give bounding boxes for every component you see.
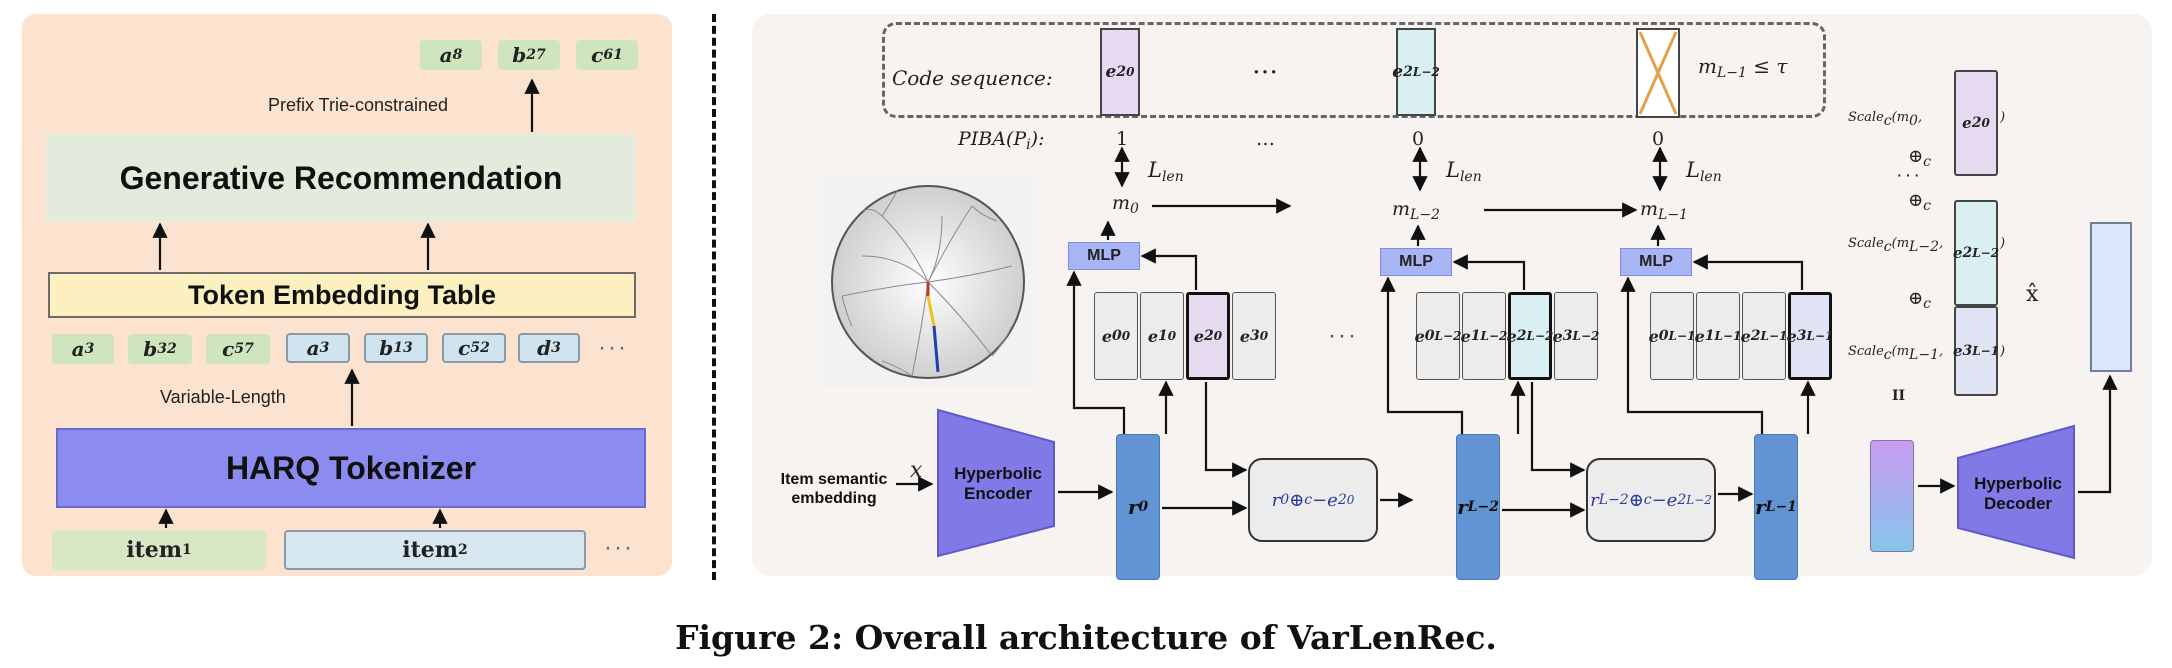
mL1-label: mL−1 (1640, 198, 1688, 223)
masked-code-box (1636, 28, 1680, 118)
oplus-3: ⊕c (1908, 288, 1931, 312)
scale-row-0: Scalec(m0, (1848, 110, 1923, 129)
item-ellipsis: ··· (604, 534, 634, 561)
mlp-block-L1: MLP (1620, 248, 1692, 276)
piba-value-0: 1 (1116, 128, 1129, 150)
prefix-trie-label: Prefix Trie-constrained (268, 95, 449, 115)
hyperbolic-encoder-label: Hyperbolic Encoder (954, 464, 1042, 503)
piba-label: PIBA(Pi): (958, 128, 1045, 153)
mask-condition: mL−1 ≤ τ (1698, 54, 1788, 81)
equals-mark: II (1892, 388, 1906, 404)
scale-close-L2: ) (2000, 236, 2006, 251)
token-ellipsis: ··· (598, 334, 628, 361)
scale-row-L2: Scalec(mL−2, (1848, 236, 1944, 255)
code-sequence-label: Code sequence: (892, 66, 1053, 90)
scale-row-L1: Scalec(mL−1, (1848, 344, 1944, 363)
mask-cross-icon (1638, 31, 1678, 115)
piba-value-L1: 0 (1652, 128, 1665, 150)
mlp-block-0: MLP (1068, 242, 1140, 270)
scale-vdots: ··· (1896, 164, 1922, 186)
code-ellipsis: … (1252, 50, 1278, 80)
item-semantic-embedding-label: Item semantic embedding (780, 471, 888, 507)
hyperbolic-encoder-shape (937, 408, 1055, 558)
token-embedding-table: Token Embedding Table (48, 272, 636, 318)
reconstructed-embedding-bar (1870, 440, 1914, 552)
scale-close-L1: ) (2000, 344, 2006, 359)
panel-divider (712, 14, 716, 580)
piba-value-L2: 0 (1412, 128, 1425, 150)
x-input-label: x (910, 458, 923, 483)
llen-label-L1: Llen (1686, 158, 1722, 185)
mL2-label: mL−2 (1392, 198, 1440, 223)
hyperbolic-disk-figure (822, 176, 1034, 388)
codebook-ellipsis: ··· (1328, 322, 1358, 349)
code-sequence-frame (882, 22, 1826, 118)
oplus-2: ⊕c (1908, 190, 1931, 214)
oplus-1: ⊕c (1908, 146, 1931, 170)
piba-value-ellipsis: … (1256, 128, 1275, 150)
figure-caption: Figure 2: Overall architecture of VarLen… (675, 618, 1497, 657)
generative-recommendation-box: Generative Recommendation (46, 134, 636, 222)
variable-length-label: Variable-Length (160, 387, 286, 407)
llen-label-L2: Llen (1446, 158, 1482, 185)
m0-label: m0 (1112, 192, 1139, 217)
harq-tokenizer-box: HARQ Tokenizer (56, 428, 646, 508)
hyperbolic-decoder-shape (1957, 424, 2075, 560)
poincare-disk-icon (831, 185, 1025, 379)
hyperbolic-decoder-label: Hyperbolic Decoder (1974, 474, 2062, 513)
mlp-block-L2: MLP (1380, 248, 1452, 276)
xhat-label: x̂ (2026, 282, 2039, 307)
llen-label-0: Llen (1148, 158, 1184, 185)
scale-close-0: ) (2000, 110, 2006, 125)
output-xhat-bar (2090, 222, 2132, 372)
